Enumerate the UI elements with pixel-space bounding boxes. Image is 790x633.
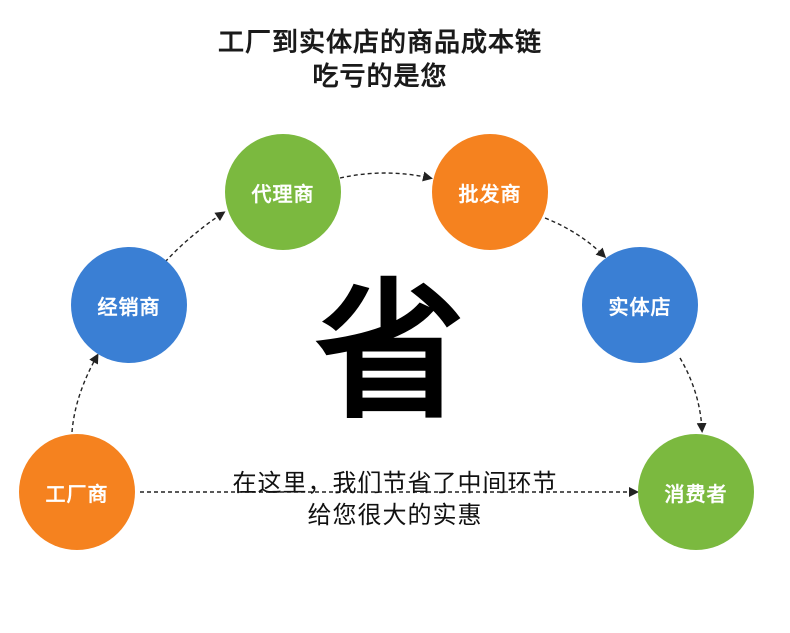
arrow-distributor-to-agent [164,211,226,263]
diagram-subtitle: 吃亏的是您 [312,62,448,92]
arrow-wholesaler-to-store [544,217,607,259]
arrow-store-to-consumer [679,357,707,433]
node-factory-label: 工厂商 [45,481,109,506]
caption-line-1: 在这里，我们节省了中间环节 [232,469,558,497]
caption-line-2: 给您很大的实惠 [307,501,483,529]
node-store-label: 实体店 [608,294,672,319]
node-factory: 工厂商 [19,434,135,550]
node-agent: 代理商 [225,134,341,250]
center-save-character: 省 [314,266,465,440]
node-consumer-label: 消费者 [664,481,728,506]
node-agent-label: 代理商 [251,181,315,206]
arrow-factory-to-distributor [71,353,99,433]
node-consumer: 消费者 [638,434,754,550]
node-wholesaler: 批发商 [432,134,548,250]
arrow-agent-to-wholesaler [339,171,433,182]
node-wholesaler-label: 批发商 [458,181,522,206]
node-distributor-label: 经销商 [97,294,161,319]
node-store: 实体店 [582,247,698,363]
diagram-title: 工厂到实体店的商品成本链 [217,28,542,58]
node-distributor: 经销商 [71,247,187,363]
